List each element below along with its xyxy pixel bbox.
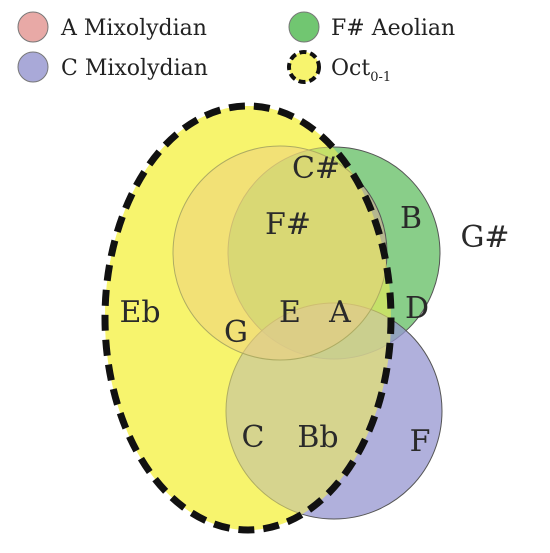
note-c: C <box>242 420 265 455</box>
note-e: E <box>279 295 301 330</box>
note-b: B <box>400 201 422 236</box>
oct-0-1-overlay <box>105 106 391 530</box>
legend-label-oct: Oct0-1 <box>331 56 391 85</box>
legend-label-c-mixolydian: C Mixolydian <box>61 56 208 81</box>
set-regions <box>101 102 443 534</box>
legend-swatch-fsharp-aeolian <box>288 11 320 43</box>
note-eb: Eb <box>119 295 160 330</box>
note-gsharp: G# <box>460 220 509 255</box>
legend-label-fsharp-aeolian: F# Aeolian <box>331 16 455 41</box>
note-d: D <box>405 291 429 326</box>
note-g: G <box>224 315 248 350</box>
legend-swatch-a-mixolydian <box>17 11 49 43</box>
oct-0-1-outline <box>101 102 395 534</box>
legend-label-oct-subscript: 0-1 <box>370 70 391 85</box>
note-a: A <box>328 295 351 330</box>
legend-label-a-mixolydian: A Mixolydian <box>60 16 207 41</box>
note-csharp: C# <box>292 151 340 186</box>
legend: A Mixolydian C Mixolydian F# Aeolian Oct… <box>17 11 455 85</box>
note-fsharp: F# <box>265 207 311 242</box>
legend-swatch-c-mixolydian <box>17 51 49 83</box>
note-bb: Bb <box>297 420 338 455</box>
legend-label-oct-main: Oct <box>331 56 370 81</box>
note-labels: C# F# B G# Eb G E A D C Bb F <box>119 151 509 459</box>
legend-swatch-oct <box>287 50 321 84</box>
note-f: F <box>410 424 431 459</box>
